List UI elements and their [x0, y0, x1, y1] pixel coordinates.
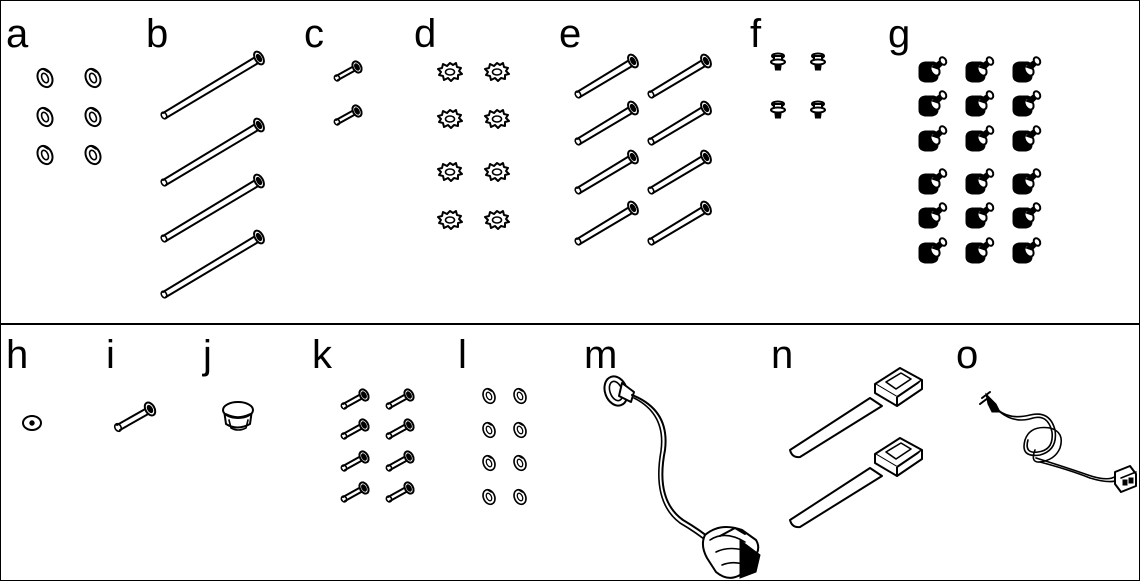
- label-m: m: [584, 333, 618, 377]
- part-n-cable-ties: [789, 367, 923, 529]
- part-c-short-pins: [332, 58, 365, 127]
- label-j: j: [203, 333, 212, 377]
- part-o-power-cord: [979, 391, 1137, 493]
- part-d-star-washers: [437, 62, 510, 230]
- label-k: k: [312, 333, 332, 377]
- label-h: h: [6, 333, 29, 377]
- part-f-flange-screws: [770, 52, 826, 119]
- part-m-clamp-sensor: [603, 375, 761, 579]
- part-k-small-pins: [339, 386, 417, 504]
- part-a-split-washers: [33, 65, 105, 168]
- label-a: a: [6, 12, 29, 56]
- label-l: l: [458, 333, 467, 377]
- label-n: n: [771, 333, 794, 377]
- label-c: c: [304, 12, 324, 56]
- label-b: b: [146, 12, 169, 56]
- part-j-plug-cap: [222, 401, 254, 431]
- label-o: o: [956, 333, 979, 377]
- label-e: e: [559, 12, 582, 56]
- part-l-small-washers: [479, 385, 530, 508]
- part-i-pin: [113, 401, 157, 433]
- label-i: i: [106, 333, 115, 377]
- row-divider: [1, 323, 1139, 325]
- label-f: f: [750, 12, 762, 56]
- label-g: g: [888, 12, 911, 56]
- part-b-long-bolts: [160, 50, 265, 299]
- label-d: d: [414, 12, 437, 56]
- part-h-flat-washer: [22, 415, 42, 431]
- part-e-medium-bolts: [574, 53, 712, 246]
- part-g-cap-screws: [918, 55, 1043, 264]
